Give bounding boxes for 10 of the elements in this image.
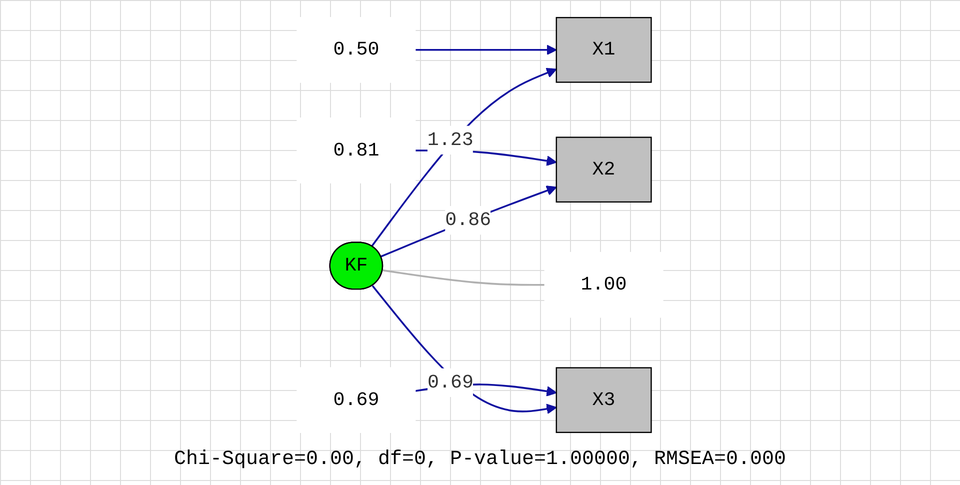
fit-statistics: Chi-Square=0.00, df=0, P-value=1.00000, RMSEA=0.000 bbox=[174, 448, 786, 471]
arrow bbox=[380, 186, 557, 258]
node-box: X2 bbox=[556, 136, 652, 203]
edge-label: 0.69 bbox=[428, 372, 474, 394]
node-box: X1 bbox=[556, 16, 652, 83]
edge-label: 0.86 bbox=[445, 210, 492, 232]
edge-label: 1.23 bbox=[427, 129, 474, 151]
node-box: X3 bbox=[556, 367, 652, 434]
arrow bbox=[415, 44, 557, 56]
connector bbox=[382, 269, 545, 286]
